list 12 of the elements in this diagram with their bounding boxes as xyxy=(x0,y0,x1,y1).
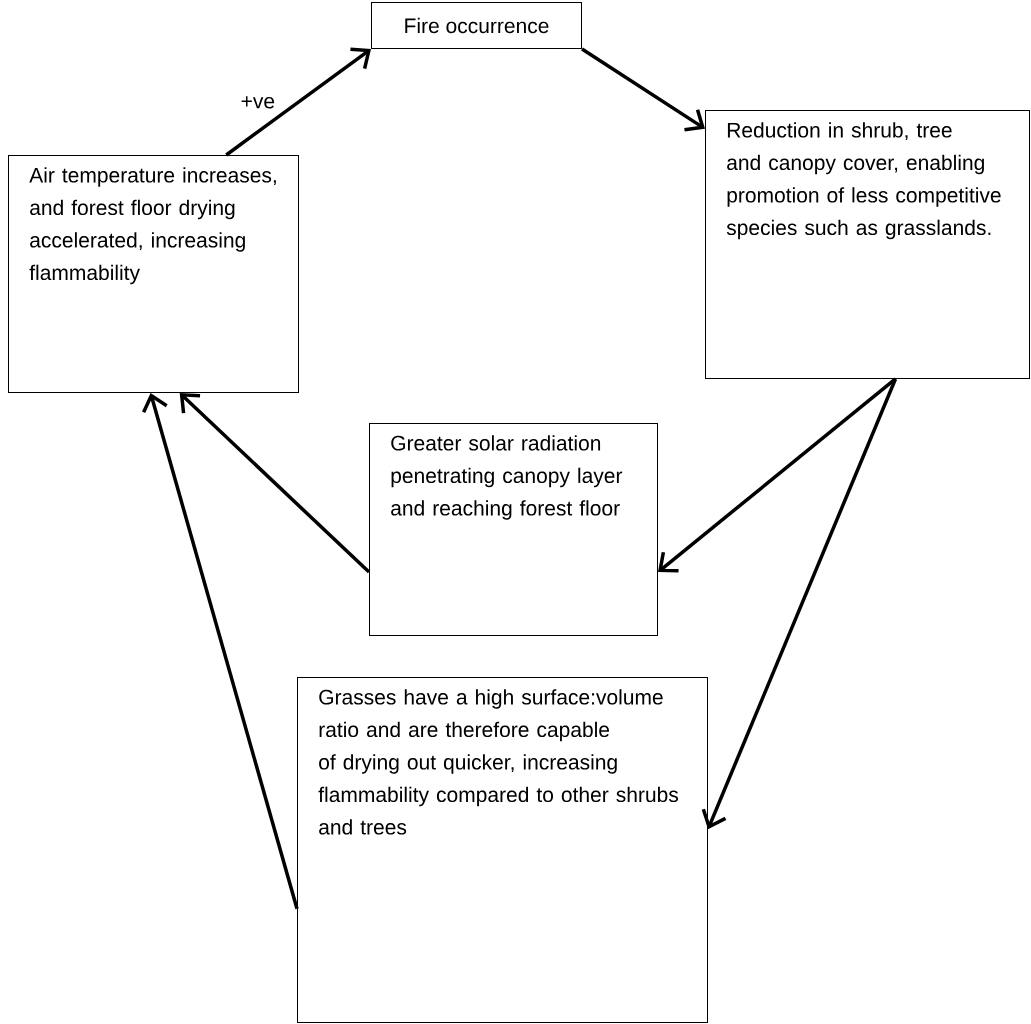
arrow xyxy=(701,378,898,830)
edge-label: +ve xyxy=(241,96,275,109)
arrow xyxy=(179,393,371,574)
arrow xyxy=(142,393,299,910)
process-box: Greater solar radiation penetrating canopy layer and reaching forest floor xyxy=(369,423,658,636)
arrow xyxy=(658,377,897,573)
arrow xyxy=(225,47,371,157)
process-box: Air temperature increases, and forest floor drying accelerated, increasing flammability xyxy=(8,155,299,393)
process-box: Fire occurrence xyxy=(371,2,582,49)
process-box: Grasses have a high surface:volume ratio and are therefore capable of drying out quicker, increasing flammability compared to other shrubs and trees xyxy=(297,677,708,1023)
arrow xyxy=(581,47,705,132)
process-box: Reduction in shrub, tree and canopy cover, enabling promotion of less competitive species such as grasslands. xyxy=(705,110,1030,379)
